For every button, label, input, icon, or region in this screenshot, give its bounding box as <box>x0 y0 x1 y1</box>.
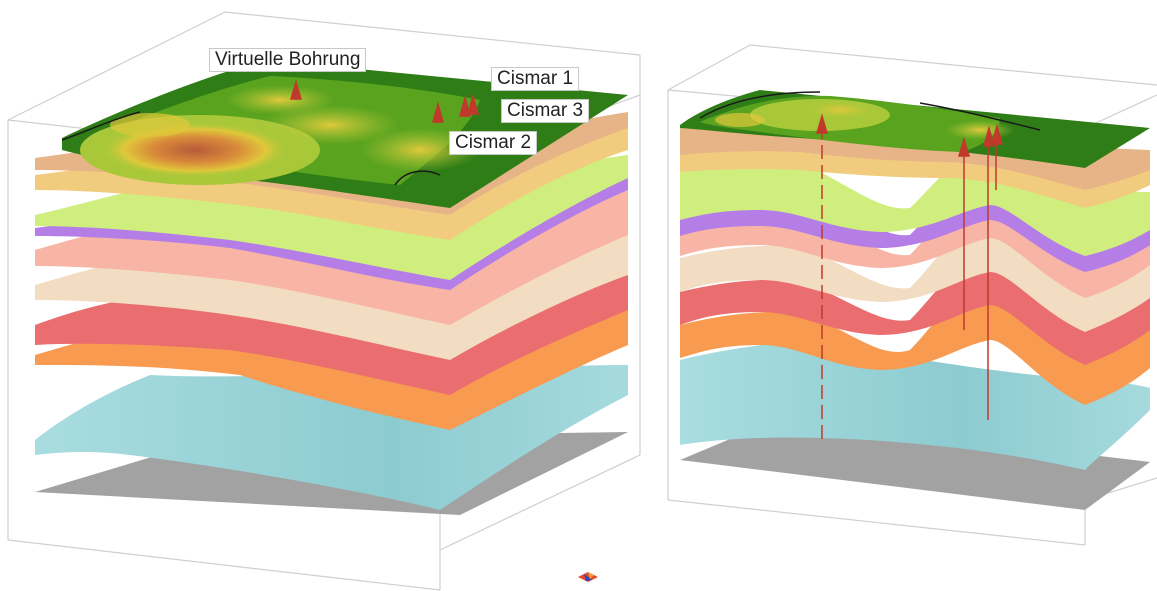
right-well-lines <box>821 125 997 440</box>
cismar1-well-icon-right <box>983 125 995 147</box>
cismar3-label: Cismar 3 <box>501 99 590 123</box>
cismar2-well-icon-right <box>957 136 971 157</box>
cismar1-label: Cismar 1 <box>491 67 580 91</box>
right-layer-blue <box>680 340 1150 470</box>
right-layer-tan <box>680 133 1150 208</box>
virtual-well-label: Virtuelle Bohrung <box>209 48 367 72</box>
cismar3-well-icon <box>467 93 479 115</box>
left-well-markers <box>289 79 479 123</box>
virtual-well-icon-right <box>815 113 829 134</box>
right-layer-base-grey <box>680 418 1150 510</box>
virtual-well-icon <box>289 79 303 100</box>
cismar2-label: Cismar 2 <box>449 131 538 155</box>
right-terrain-surface <box>680 90 1150 168</box>
right-model-block <box>667 44 1157 546</box>
cismar3-well-icon-right <box>991 123 1003 145</box>
orientation-compass-icon <box>578 572 598 582</box>
cismar1-well-icon <box>459 95 471 117</box>
cismar2-well-icon <box>432 101 444 123</box>
left-terrain-surface <box>61 60 628 208</box>
left-model-block <box>7 11 641 591</box>
right-well-markers <box>815 113 1003 157</box>
